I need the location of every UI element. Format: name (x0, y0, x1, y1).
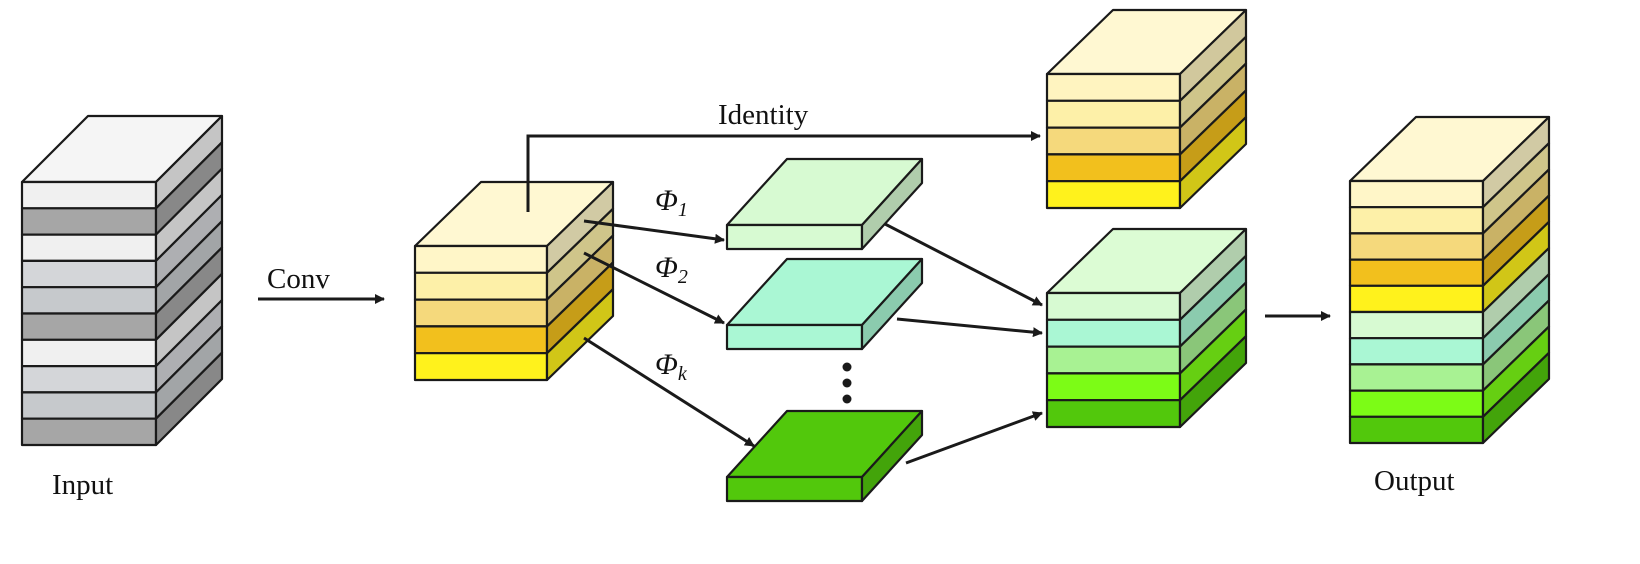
layer-front-face (1348, 363, 1485, 392)
phi-2-feature-slab (725, 257, 924, 351)
phi-2-subscript: 2 (678, 266, 688, 288)
layer-front-face (20, 180, 158, 210)
phi-1-feature-slab (725, 157, 924, 251)
layer-front-face (1045, 153, 1182, 183)
layer-side-face (860, 157, 924, 251)
layer-front-face (1045, 318, 1182, 348)
layer-side-face (860, 257, 924, 351)
phi-k-to-ghost-arrow (905, 411, 1043, 465)
layer-front-face (1045, 372, 1182, 402)
layer-front-face (413, 298, 549, 328)
layer-front-face (413, 271, 549, 301)
phi-1-to-ghost-arrow (884, 222, 1043, 307)
layer-side-face (545, 288, 615, 382)
layer-front-face (20, 207, 158, 236)
ellipsis-dot (842, 394, 852, 404)
layer-front-face (1348, 179, 1485, 209)
layer-side-face (860, 409, 924, 503)
layer-front-face (20, 338, 158, 368)
phi-1-arrow (583, 219, 725, 244)
identity-arrow (526, 131, 1041, 212)
layer-front-face (1045, 399, 1182, 429)
identity-feature-stack (1045, 8, 1248, 210)
layer-front-face (20, 312, 158, 341)
phi-2-symbol: Φ (655, 251, 678, 284)
input-label: Input (52, 469, 113, 501)
layer-front-face (1348, 337, 1485, 366)
layer-side-face (1178, 116, 1248, 210)
ellipsis-dot (842, 362, 852, 372)
phi-k-symbol: Φ (655, 348, 678, 381)
layer-front-face (1045, 180, 1182, 210)
layer-side-face (1481, 351, 1551, 445)
layer-front-face (413, 244, 549, 274)
output-label: Output (1374, 465, 1455, 497)
layer-side-face (154, 351, 224, 447)
phi-k-feature-slab (725, 409, 924, 503)
layer-front-face (1348, 389, 1485, 418)
layer-front-face (20, 259, 158, 289)
ghost-feature-stack (1045, 227, 1248, 429)
layer-front-face (1045, 72, 1182, 102)
identity-label: Identity (718, 99, 809, 131)
layer-front-face (20, 417, 158, 447)
layer-front-face (1045, 126, 1182, 156)
phi-2-label: Φ2 (655, 251, 688, 288)
layer-side-face (1178, 335, 1248, 429)
layer-front-face (1348, 232, 1485, 261)
output-feature-stack (1348, 115, 1551, 445)
layer-front-face (725, 475, 864, 503)
layer-front-face (20, 391, 158, 420)
phi-k-label: Φk (655, 348, 688, 385)
layer-front-face (1348, 258, 1485, 287)
phi-1-symbol: Φ (655, 184, 678, 217)
layer-front-face (725, 323, 864, 351)
layer-front-face (20, 233, 158, 262)
layer-front-face (20, 365, 158, 394)
ellipsis-dot (842, 378, 852, 388)
layer-front-face (1045, 291, 1182, 321)
phi-1-subscript: 1 (678, 199, 688, 221)
phi-k-subscript: k (678, 363, 688, 385)
phi-1-label: Φ1 (655, 184, 688, 221)
layer-front-face (725, 223, 864, 251)
layer-front-face (413, 325, 549, 355)
layer-front-face (1045, 345, 1182, 375)
layer-front-face (1348, 206, 1485, 235)
layer-front-face (20, 286, 158, 315)
intrinsic-feature-stack (413, 180, 615, 382)
conv-label: Conv (267, 263, 330, 295)
layer-front-face (1348, 310, 1485, 340)
phi-2-to-ghost-arrow (896, 317, 1043, 338)
layer-front-face (413, 352, 549, 382)
input-feature-stack (20, 114, 224, 447)
layer-front-face (1348, 284, 1485, 314)
layer-front-face (1348, 415, 1485, 445)
layer-front-face (1045, 99, 1182, 129)
phi-2-arrow (583, 251, 725, 325)
phi-k-arrow (583, 336, 755, 448)
